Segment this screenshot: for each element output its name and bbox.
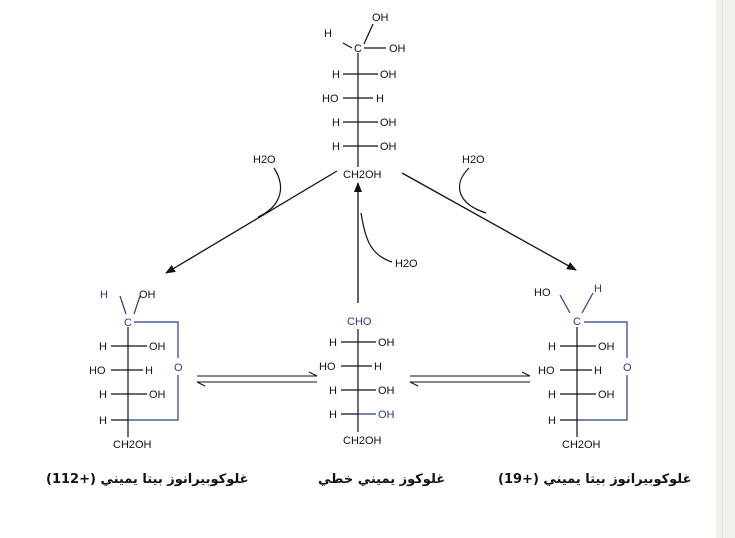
top-chain-bonds bbox=[342, 23, 386, 167]
caption-alpha-pyranose: غلوكوبيرانوز بيتا يميني (+19) bbox=[498, 472, 692, 487]
caption-linear-glucose: غلوكوز يميني خطي bbox=[318, 472, 446, 487]
linear-top-cho: CHO bbox=[347, 316, 372, 328]
linear-row4-right: OH bbox=[378, 385, 395, 397]
water-label-center: H2O bbox=[395, 258, 418, 270]
top-c1-carbon: C bbox=[354, 43, 362, 55]
top-row5-right: OH bbox=[380, 141, 397, 153]
top-c1-right-oh: OH bbox=[389, 43, 406, 55]
water-side-arcs bbox=[257, 167, 487, 263]
beta-c1-oh: OH bbox=[139, 289, 156, 301]
water-labels: H2O H2O H2O bbox=[253, 154, 485, 270]
linear-row5-left: H bbox=[329, 409, 337, 421]
alpha-row2-left: H bbox=[548, 341, 556, 353]
beta-ring-oxygen: O bbox=[174, 362, 183, 374]
top-row4-right: OH bbox=[380, 117, 397, 129]
alpha-chain-bonds bbox=[560, 327, 596, 437]
alpha-row3-right: H bbox=[594, 365, 602, 377]
beta-row2-right: OH bbox=[149, 341, 166, 353]
page-edge-strip bbox=[716, 0, 735, 538]
alpha-pyranose-structure: HO H C H OH HO H H OH H O CH2OH bbox=[534, 283, 632, 451]
beta-c1-carbon: C bbox=[124, 317, 132, 329]
top-row3-left: HO bbox=[322, 93, 339, 105]
arrow-to-left-pyranose bbox=[165, 170, 338, 274]
beta-row4-left: H bbox=[99, 389, 107, 401]
top-row2-left: H bbox=[332, 69, 340, 81]
beta-row5-left: H bbox=[99, 415, 107, 427]
alpha-ring-bonds-blue bbox=[559, 292, 628, 421]
reaction-arrows bbox=[165, 170, 577, 303]
beta-chain-bonds bbox=[111, 327, 147, 437]
arrow-to-right-pyranose bbox=[401, 172, 577, 271]
linear-bottom-ch2oh: CH2OH bbox=[343, 435, 382, 447]
caption-beta-pyranose: غلوكوبيرانوز بيتا يميني (+112) bbox=[46, 472, 249, 487]
alpha-row5-left: H bbox=[548, 415, 556, 427]
alpha-row4-left: H bbox=[548, 389, 556, 401]
beta-ring-bonds-blue bbox=[119, 295, 179, 421]
equilibrium-left bbox=[196, 371, 318, 387]
beta-bottom-ch2oh: CH2OH bbox=[113, 439, 152, 451]
alpha-row4-right: OH bbox=[598, 389, 615, 401]
alpha-bottom-ch2oh: CH2OH bbox=[562, 439, 601, 451]
beta-row2-left: H bbox=[99, 341, 107, 353]
beta-row3-left: HO bbox=[89, 365, 106, 377]
linear-row4-left: H bbox=[329, 385, 337, 397]
beta-c1-h: H bbox=[100, 289, 108, 301]
beta-row4-right: OH bbox=[149, 389, 166, 401]
alpha-row2-right: OH bbox=[598, 341, 615, 353]
linear-row5-right: OH bbox=[378, 409, 395, 421]
top-row4-left: H bbox=[332, 117, 340, 129]
linear-row2-right: OH bbox=[378, 337, 395, 349]
linear-chain-bonds bbox=[341, 329, 376, 432]
top-row3-right: H bbox=[376, 93, 384, 105]
linear-glucose-structure: CHO H OH HO H H OH H OH CH2OH bbox=[319, 316, 395, 447]
top-bottom-ch2oh: CH2OH bbox=[343, 169, 382, 181]
top-c1-upper-oh: OH bbox=[372, 12, 389, 24]
beta-pyranose-structure: H OH C H OH HO H H OH H O CH2OH bbox=[89, 289, 183, 451]
equilibrium-right bbox=[409, 371, 531, 387]
linear-row3-left: HO bbox=[319, 361, 336, 373]
alpha-c1-carbon: C bbox=[573, 316, 581, 328]
beta-row3-right: H bbox=[145, 365, 153, 377]
top-row5-left: H bbox=[332, 141, 340, 153]
top-row2-right: OH bbox=[380, 69, 397, 81]
page-edge-rule bbox=[722, 0, 723, 538]
alpha-row3-left: HO bbox=[538, 365, 555, 377]
linear-row2-left: H bbox=[329, 337, 337, 349]
top-open-chain-structure: OH H C OH H OH HO H H OH H OH CH2OH bbox=[322, 12, 406, 181]
alpha-c1-ho: HO bbox=[534, 287, 551, 299]
water-label-right: H2O bbox=[462, 154, 485, 166]
alpha-ring-oxygen: O bbox=[623, 362, 632, 374]
top-c1-h: H bbox=[324, 28, 332, 40]
water-label-left: H2O bbox=[253, 154, 276, 166]
alpha-c1-h: H bbox=[594, 283, 602, 295]
linear-row3-right: H bbox=[374, 361, 382, 373]
